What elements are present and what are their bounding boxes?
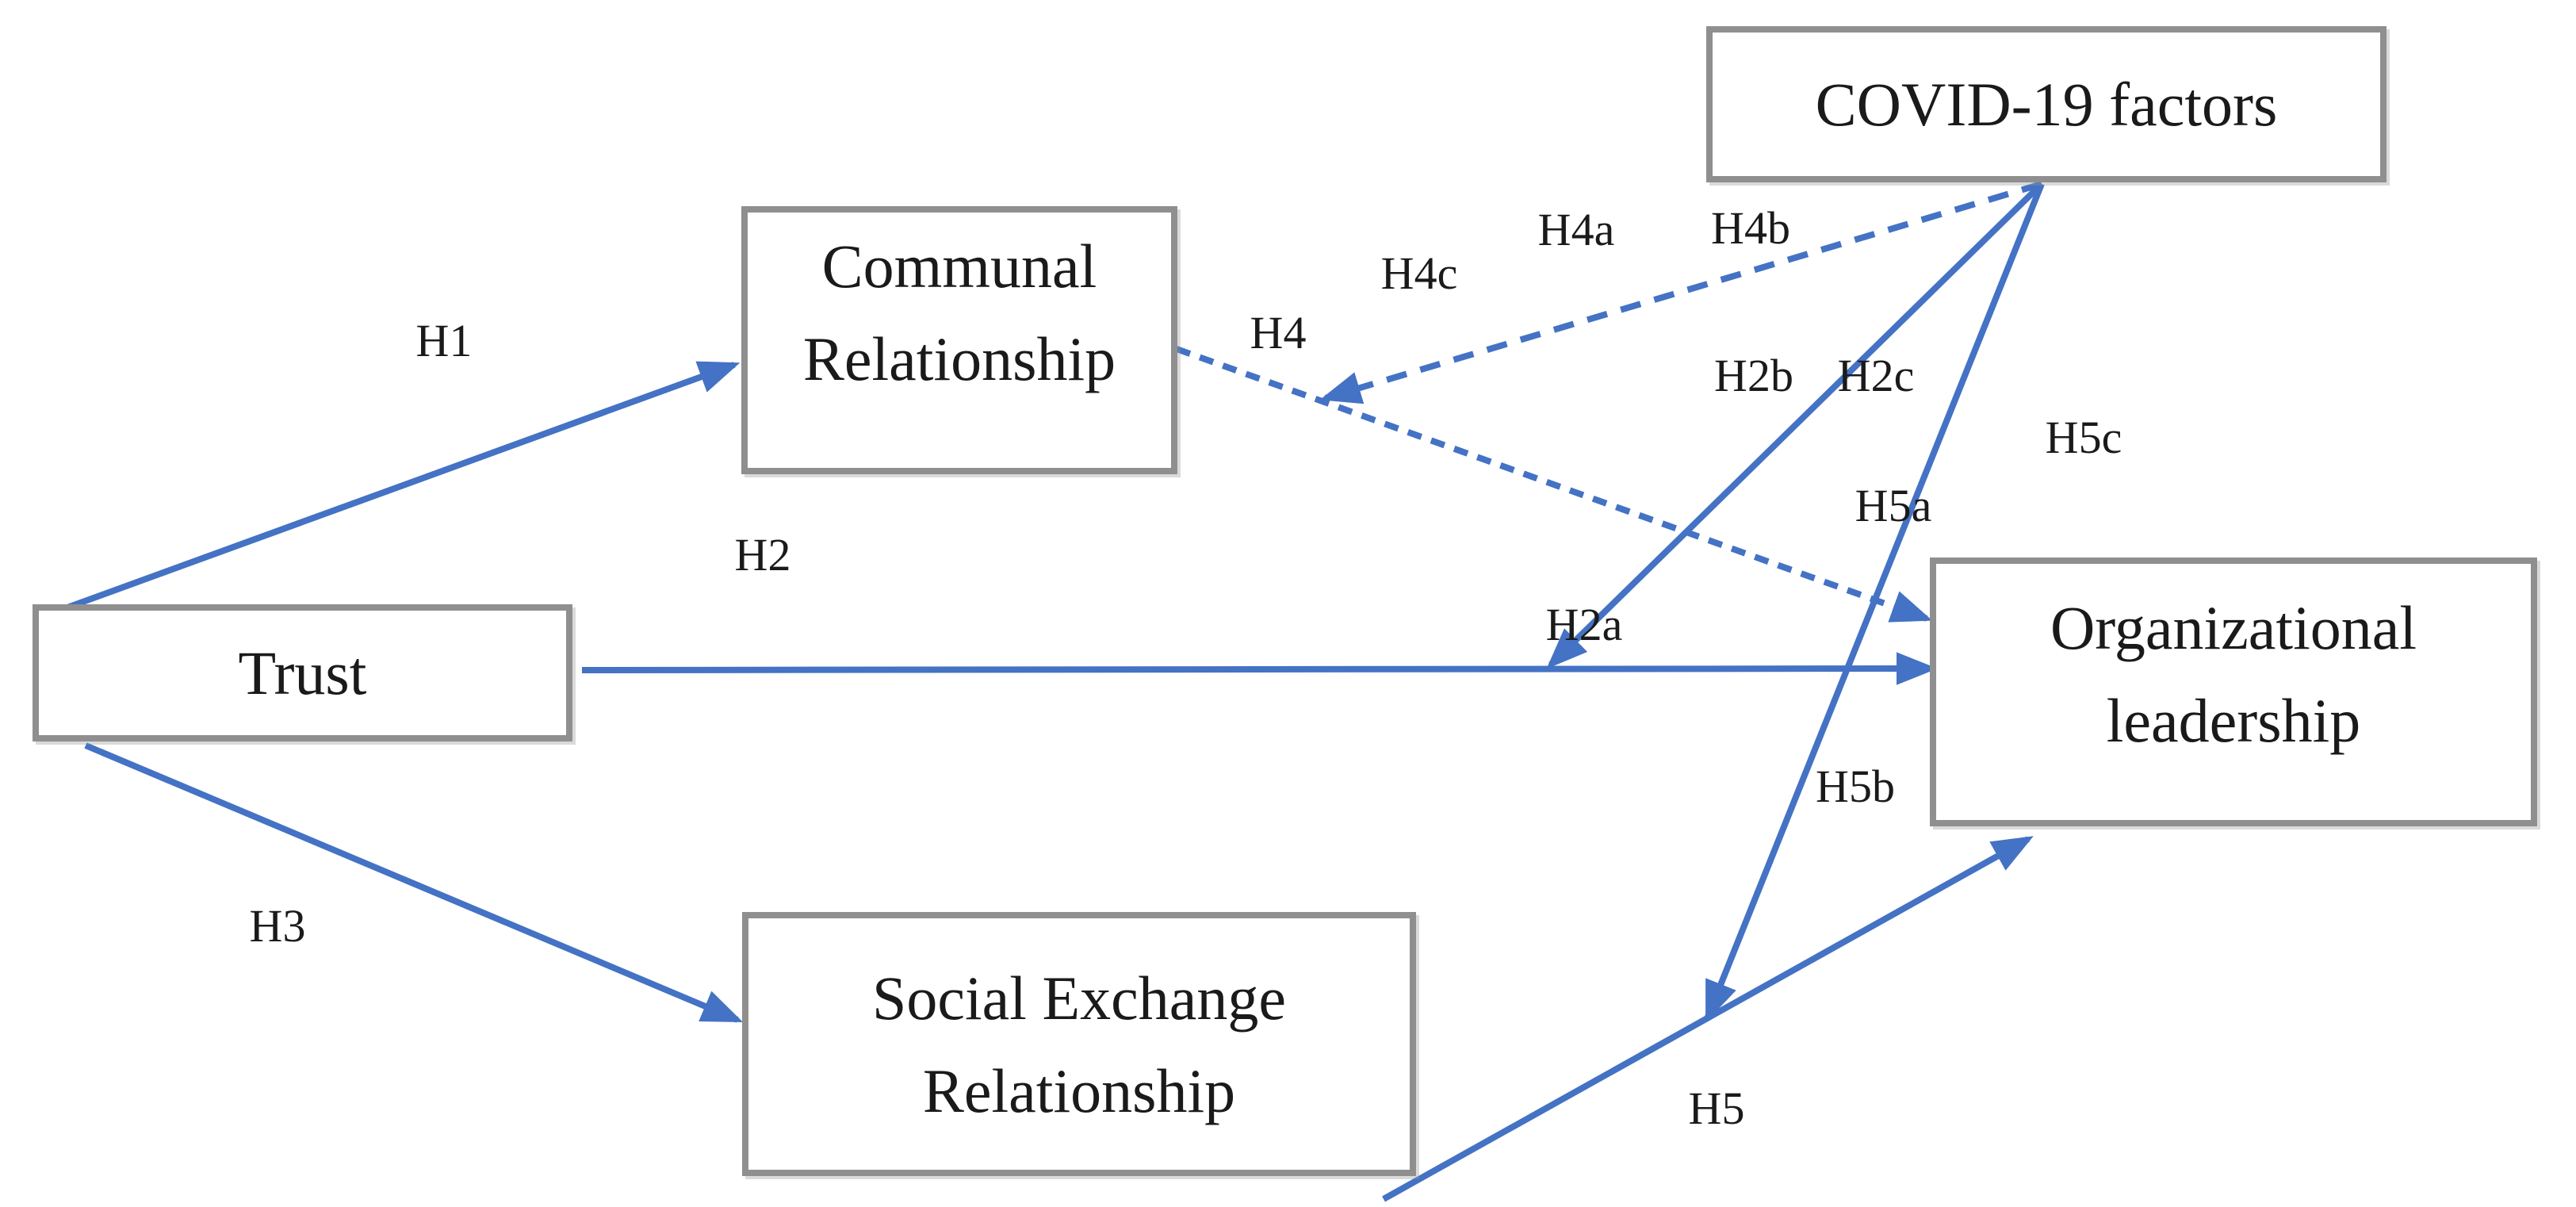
arrow-h1-trust-to-communal	[66, 361, 741, 611]
arrow-h2-trust-to-org	[581, 652, 1938, 685]
arrow-h4-communal-to-org	[1175, 346, 1933, 623]
hypothesis-label-h5a: H5a	[1854, 480, 1932, 531]
arrow-h4-moderation-covid-to-communal-path	[1319, 181, 2043, 404]
hypothesis-label-h1: H1	[415, 315, 473, 366]
hypothesis-label-h5: H5	[1688, 1082, 1745, 1134]
hypothesis-label-h2b: H2b	[1714, 350, 1793, 401]
node-communal-relationship: Communal Relationship	[741, 206, 1177, 474]
hypothesis-label-h4c: H4c	[1380, 247, 1458, 299]
node-social-exchange-relationship: Social Exchange Relationship	[742, 912, 1416, 1176]
hypothesis-label-h4b: H4b	[1711, 202, 1790, 254]
hypothesis-label-h4: H4	[1250, 307, 1307, 358]
hypothesis-label-h5c: H5c	[2045, 412, 2122, 463]
node-organizational-leadership: Organizational leadership	[1930, 558, 2537, 826]
arrow-h3-trust-to-social	[84, 742, 744, 1023]
node-trust: Trust	[33, 604, 572, 741]
arrow-h5-social-to-org	[1382, 836, 2034, 1202]
arrow-h2a-moderation-covid-to-trust-path	[1546, 182, 2044, 669]
node-covid-factors: COVID-19 factors	[1706, 26, 2387, 182]
hypothesis-label-h5b: H5b	[1816, 761, 1895, 812]
hypothesis-label-h2a: H2a	[1545, 599, 1623, 650]
hypothesis-label-h4a: H4a	[1537, 204, 1615, 255]
hypothesis-label-h2c: H2c	[1837, 350, 1915, 401]
arrow-h5b-moderation-covid-to-social-path	[1705, 182, 2045, 1023]
hypothesis-label-h3: H3	[249, 900, 306, 952]
hypothesis-label-h2: H2	[734, 529, 791, 581]
